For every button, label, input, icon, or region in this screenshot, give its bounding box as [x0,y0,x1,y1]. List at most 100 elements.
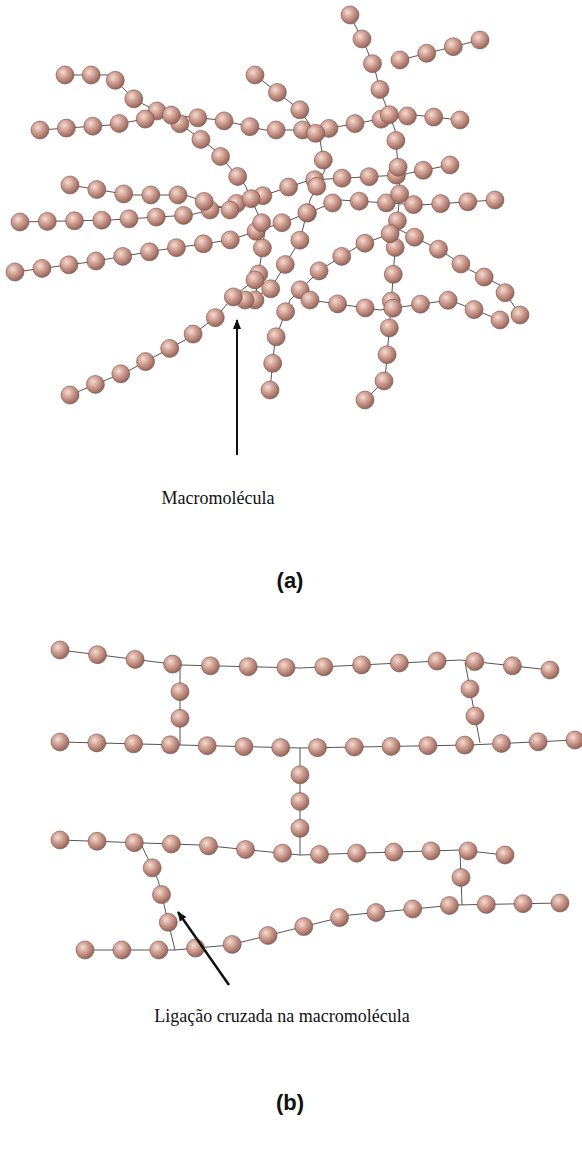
monomer-bead [93,211,111,229]
monomer-bead [162,835,180,853]
monomer-bead [276,256,294,274]
monomer-bead [141,243,159,261]
chain-bond [20,165,450,222]
monomer-bead [201,657,219,675]
monomer-bead [86,375,104,393]
monomer-bead [88,734,106,752]
monomer-bead [412,295,430,313]
monomer-bead [466,707,484,725]
monomer-bead [88,832,106,850]
monomer-bead [112,365,130,383]
chain-bond [400,40,480,60]
monomer-bead [51,733,69,751]
monomer-bead [120,210,138,228]
monomer-bead [360,168,378,186]
monomer-bead [452,255,470,273]
chain-bond [465,662,480,743]
monomer-bead [291,819,309,837]
monomer-bead [291,766,309,784]
chain-bond [65,75,265,300]
panel-label: (a) [277,568,304,594]
monomer-bead [89,646,107,664]
monomer-bead [353,656,371,674]
monomer-bead [444,38,462,56]
monomer-bead [239,658,257,676]
chain-bond [15,200,495,272]
monomer-bead [125,735,143,753]
monomer-bead [280,178,298,196]
monomer-bead [452,869,470,887]
monomer-bead [311,845,329,863]
monomer-bead [274,844,292,862]
monomer-bead [113,941,131,959]
monomer-bead [195,192,213,210]
monomer-bead [310,262,328,280]
monomer-bead [514,895,532,913]
monomer-bead [241,118,259,136]
monomer-bead [430,240,448,258]
monomer-bead [162,106,180,124]
monomer-bead [295,918,313,936]
monomer-bead [390,654,408,672]
monomer-bead [229,168,247,186]
monomer-bead [161,339,179,357]
monomer-bead [477,895,495,913]
monomer-bead [66,212,84,230]
monomer-bead [419,737,437,755]
monomer-bead [291,231,309,249]
chain-bond [180,665,181,745]
monomer-bead [110,115,128,133]
monomer-bead [6,263,24,281]
monomer-bead [161,736,179,754]
monomer-bead [331,909,349,927]
monomer-bead [308,177,326,195]
panel-label: (b) [276,1090,304,1116]
monomer-bead [375,372,393,390]
monomer-bead [378,346,396,364]
monomer-bead [496,284,514,302]
monomer-bead [51,831,69,849]
monomer-bead [223,935,241,953]
monomer-bead [380,106,398,124]
monomer-bead [76,941,94,959]
caption-label: Macromolécula [162,488,275,509]
monomer-bead [259,927,277,945]
leader-arrow [236,320,238,455]
monomer-bead [466,653,484,671]
monomer-bead [150,941,168,959]
monomer-bead [88,181,106,199]
monomer-bead [345,738,363,756]
chain-bond [270,230,520,390]
monomer-bead [341,6,359,24]
leader-arrow [178,912,229,985]
chain-lines [15,15,575,950]
monomer-bead [31,121,49,139]
monomer-bead [126,650,144,668]
monomer-bead [385,843,403,861]
monomer-bead [315,658,333,676]
monomer-bead [137,353,155,371]
monomer-bead [194,235,212,253]
monomer-bead [11,213,29,231]
monomer-bead [387,132,405,150]
monomer-bead [404,900,422,918]
monomer-bead [425,108,443,126]
monomer-bead [164,655,182,673]
monomer-bead [324,194,342,212]
monomer-bead [82,66,100,84]
monomer-bead [451,111,469,129]
monomer-bead [253,214,271,232]
monomer-bead [221,201,239,219]
monomer-bead [380,319,398,337]
monomer-bead [398,107,416,125]
monomer-bead [106,71,124,89]
monomer-bead [262,280,280,298]
monomer-bead [406,228,424,246]
monomer-bead [192,130,210,148]
monomer-bead [291,101,309,119]
monomer-bead [566,731,582,749]
monomer-bead [432,195,450,213]
monomer-bead [364,55,382,73]
monomer-bead [224,288,242,306]
monomer-bead [142,186,160,204]
